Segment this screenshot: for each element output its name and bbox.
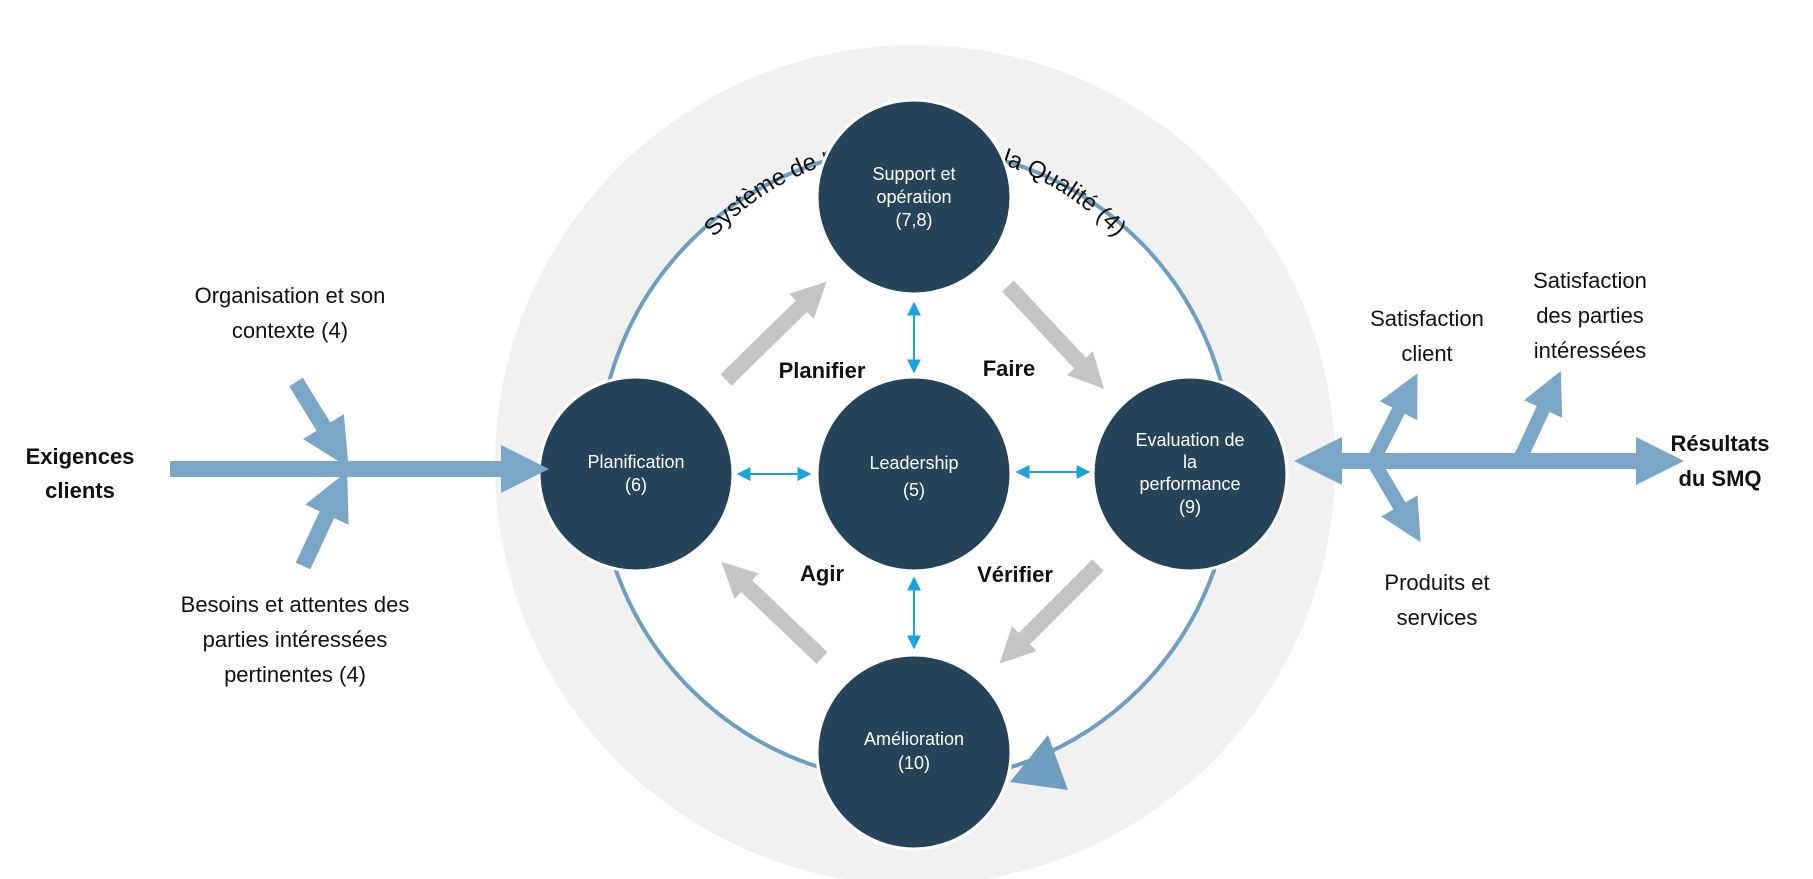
output-satisfaction-client-arrow xyxy=(1366,373,1418,465)
cycle-arrow-planifier xyxy=(720,281,827,386)
input-main-line2: clients xyxy=(45,478,115,503)
output-produits-line2: services xyxy=(1397,605,1478,630)
node-amelioration-line1: Amélioration xyxy=(864,729,964,749)
node-leadership: Leadership (5) xyxy=(815,375,1013,573)
node-evaluation-line1: Evaluation de xyxy=(1135,430,1244,450)
node-leadership-line2: (5) xyxy=(903,480,925,500)
node-planification-line1: Planification xyxy=(587,452,684,472)
node-amelioration-line2: (10) xyxy=(898,753,930,773)
input-main-line1: Exigences xyxy=(26,444,135,469)
output-satisfaction-parties-line3: intéressées xyxy=(1534,338,1647,363)
ring-arrowhead xyxy=(1010,735,1068,790)
node-support-line3: (7,8) xyxy=(895,210,932,230)
cycle-arrow-verifier xyxy=(999,559,1104,664)
cycle-arrow-agir xyxy=(721,561,828,664)
node-planification: Planification (6) xyxy=(537,375,735,573)
node-amelioration: Amélioration (10) xyxy=(815,653,1013,851)
node-leadership-line1: Leadership xyxy=(869,453,958,473)
output-produits-line1: Produits et xyxy=(1384,570,1489,595)
node-support-line1: Support et xyxy=(872,164,955,184)
input-bottom-arrow xyxy=(295,471,349,570)
output-produits-arrow xyxy=(1366,457,1421,543)
output-satisfaction-client-line2: client xyxy=(1401,341,1452,366)
input-top-line2: contexte (4) xyxy=(232,318,348,343)
pdca-verifier: Vérifier xyxy=(977,562,1053,587)
input-top-line1: Organisation et son xyxy=(195,283,386,308)
input-bottom-line3: pertinentes (4) xyxy=(224,662,366,687)
node-support: Support et opération (7,8) xyxy=(815,98,1013,296)
output-main-line1: Résultats xyxy=(1670,431,1769,456)
output-satisfaction-parties-line1: Satisfaction xyxy=(1533,268,1647,293)
input-bottom-line1: Besoins et attentes des xyxy=(181,592,410,617)
input-top-arrow xyxy=(289,377,349,468)
node-planification-line2: (6) xyxy=(625,475,647,495)
output-satisfaction-client-line1: Satisfaction xyxy=(1370,306,1484,331)
node-support-line2: opération xyxy=(876,187,951,207)
pdca-faire: Faire xyxy=(983,356,1036,381)
output-main-line2: du SMQ xyxy=(1678,466,1761,491)
node-evaluation-line4: (9) xyxy=(1179,497,1201,517)
pdca-agir: Agir xyxy=(800,561,844,586)
node-evaluation-line2: la xyxy=(1183,452,1198,472)
output-satisfaction-parties-arrow xyxy=(1512,370,1563,464)
pdca-planifier: Planifier xyxy=(779,358,866,383)
output-satisfaction-parties-line2: des parties xyxy=(1536,303,1644,328)
cycle-arrow-faire xyxy=(1002,280,1105,389)
node-evaluation-line3: performance xyxy=(1139,474,1240,494)
input-bottom-line2: parties intéressées xyxy=(203,627,388,652)
node-evaluation: Evaluation de la performance (9) xyxy=(1091,375,1289,573)
